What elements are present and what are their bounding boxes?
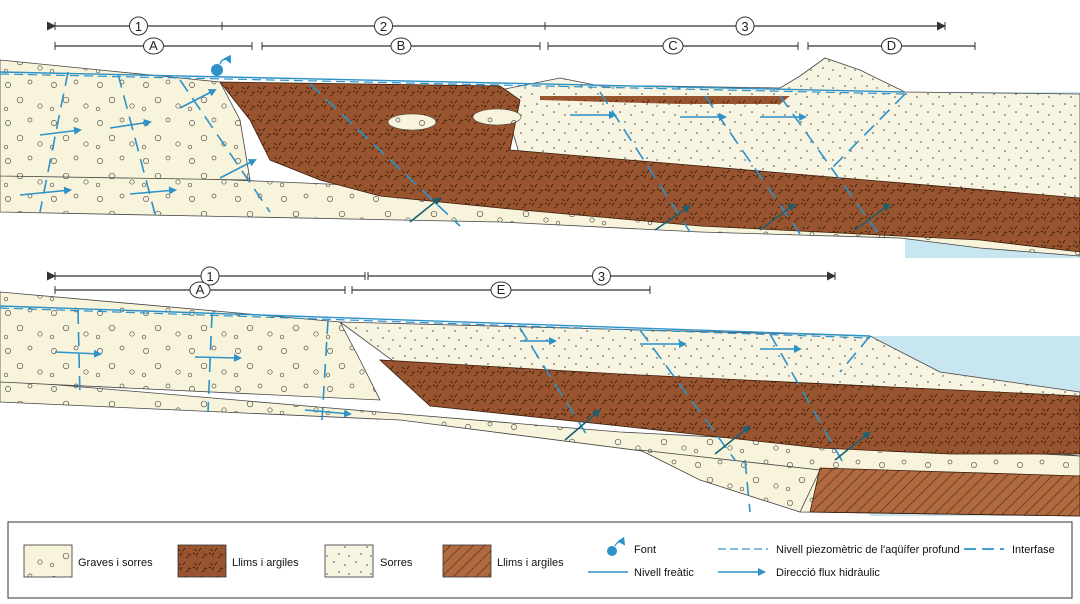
subzone-marker: A (54, 281, 346, 299)
legend-swatch-gravel (23, 544, 73, 578)
subzone-marker: A (54, 37, 253, 55)
subzone-badge (490, 281, 512, 299)
zone-badge (735, 16, 755, 36)
legend-label-gravel: Graves i sorres (78, 557, 153, 569)
legend-label-sand: Sorres (380, 557, 413, 569)
flow-arrows-top (19, 89, 807, 196)
upper-gravel-wedge-top (0, 59, 251, 181)
zone-badge (129, 16, 148, 36)
legend-label-piezometric: Nivell piezomètric de l'aqüífer profund (776, 544, 960, 556)
zone-marker: 2 (221, 16, 546, 36)
gravel-lens (387, 113, 437, 131)
piezometric-level-top (0, 73, 906, 95)
deep-flow-arrows-top (409, 197, 891, 231)
phreatic-level-top (0, 71, 906, 93)
gravel-lens (472, 108, 522, 126)
subzone-label: D (887, 38, 896, 53)
subzone-label: A (196, 282, 205, 297)
legend-label-phreatic: Nivell freàtic (634, 567, 694, 579)
subzone-badge (662, 37, 684, 55)
legend-swatch-hatched-silt (442, 544, 492, 578)
spring-icon (211, 54, 231, 76)
subzone-label: B (397, 38, 406, 53)
zone-badge (592, 266, 611, 286)
legend-label-hatched-silt: Llims i argiles (497, 557, 564, 569)
zone-label: 1 (206, 269, 213, 284)
zone-badge (374, 16, 393, 36)
subzone-marker: E (351, 281, 651, 299)
silt-clay-layer-bottom (378, 359, 1080, 455)
upper-gravel-wedge-bottom (0, 291, 381, 401)
zone-marker: 3 (367, 266, 836, 286)
deep-flow-arrows-bottom (564, 409, 871, 461)
legend-label-spring: Font (634, 544, 656, 556)
top-cross-section (0, 54, 1080, 258)
zone-marker: 1 (47, 266, 366, 286)
zone-marker: 1 (47, 16, 223, 36)
subzone-marker: C (547, 37, 799, 55)
zone-label: 2 (380, 19, 387, 34)
subzone-badge (390, 37, 412, 55)
subzone-badge (881, 37, 902, 55)
subzone-badge (143, 37, 164, 55)
subzone-label: A (149, 38, 158, 53)
piezometric-level-bottom (0, 307, 871, 339)
zone-badge (200, 266, 220, 286)
phreatic-level-bottom (0, 305, 871, 337)
subzone-label: C (668, 38, 677, 53)
zone-label: 1 (135, 19, 142, 34)
legend-swatch-silt (177, 544, 227, 578)
subzone-marker: B (261, 37, 541, 55)
interface-lines-bottom (77, 309, 871, 513)
zone-label: 3 (741, 19, 748, 34)
legend-swatch-sand (324, 544, 374, 578)
legend-label-flow: Direcció flux hidràulic (776, 567, 880, 579)
legend-label-silt: Llims i argiles (232, 557, 299, 569)
hatched-silt-layer-bottom (809, 467, 1080, 517)
spring-icon (607, 536, 626, 556)
legend: Graves i sorres Llims i argiles Sorres L… (7, 521, 1073, 599)
legend-label-interface: Interfase (1012, 544, 1055, 556)
silt-lens-top (540, 96, 790, 104)
zone-marker: 3 (544, 16, 946, 36)
flow-arrows-bottom (54, 337, 802, 418)
channel-gravel-bottom (639, 449, 821, 513)
subzone-marker: D (807, 37, 976, 55)
subzone-badge (189, 281, 211, 299)
bottom-cross-section (0, 291, 1080, 517)
subzone-label: E (497, 282, 506, 297)
zone-label: 3 (598, 269, 605, 284)
